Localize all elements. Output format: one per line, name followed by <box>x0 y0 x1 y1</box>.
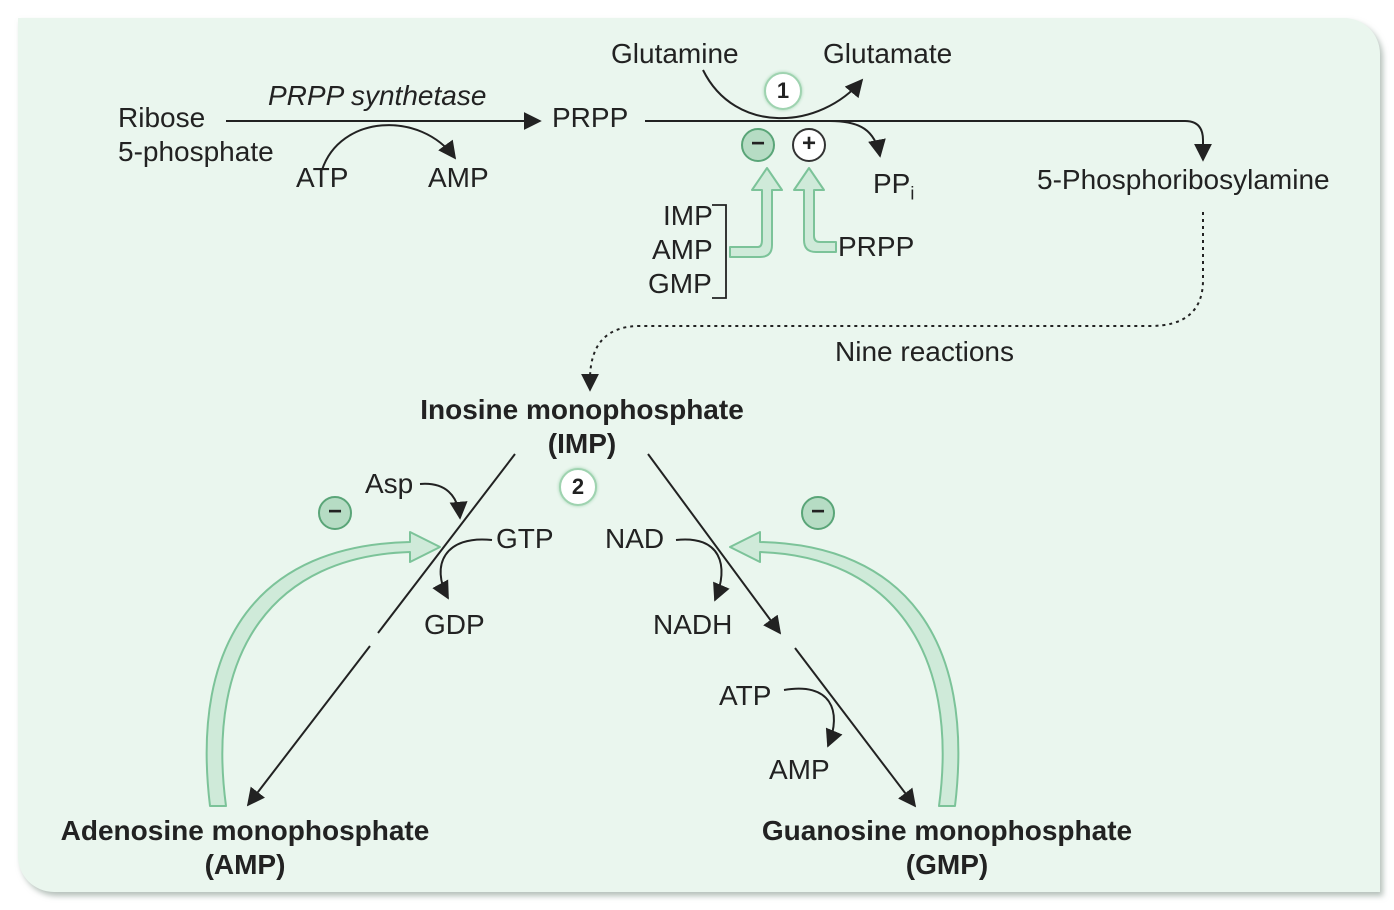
gmp-abbrev: (GMP) <box>905 849 989 880</box>
glutamine-label: Glutamine <box>611 38 739 69</box>
nad-to-nadh-curve <box>675 538 730 602</box>
amp-label: AMP <box>428 162 489 193</box>
inhibitor-bracket <box>712 204 727 299</box>
inhibitor-amp: AMP <box>652 234 713 265</box>
gmp-feedback-arrow <box>729 531 960 807</box>
ribose-label: Ribose <box>118 102 206 133</box>
activation-plus-icon: + <box>792 128 826 162</box>
gtp-to-gdp-curve <box>432 538 493 600</box>
imp-abbrev: (IMP) <box>547 428 617 459</box>
amp-name: Adenosine monophosphate <box>60 815 430 846</box>
activator-prpp: PRPP <box>838 231 915 262</box>
ppi-label: PPi <box>873 168 914 210</box>
gtp-label: GTP <box>496 523 554 554</box>
nine-reactions-label: Nine reactions <box>835 336 1014 367</box>
step-2-badge: 2 <box>559 468 597 506</box>
ppi-text: PP <box>873 168 911 199</box>
amp-feedback-arrow <box>205 531 441 807</box>
imp-to-gmp-upper <box>647 453 782 635</box>
atp-to-amp-curve <box>321 124 457 171</box>
atp-to-amp-curve-right <box>783 687 843 748</box>
step-1-badge: 1 <box>764 72 802 110</box>
ribose-label-line2: 5-phosphate <box>118 136 274 167</box>
amp-label-right: AMP <box>769 754 830 785</box>
inhibitor-gmp: GMP <box>648 268 712 299</box>
inhibition-minus-icon: − <box>741 128 775 162</box>
product-label: 5-Phosphoribosylamine <box>1037 164 1330 195</box>
amp-abbrev: (AMP) <box>204 849 286 880</box>
nadh-label: NADH <box>653 609 733 640</box>
gmp-feedback-minus-icon: − <box>801 496 835 530</box>
asp-label: Asp <box>365 468 414 499</box>
nad-label: NAD <box>605 523 665 554</box>
imp-to-amp-upper <box>377 453 516 634</box>
atp-label-right: ATP <box>719 680 772 711</box>
inhibitor-imp: IMP <box>663 200 713 231</box>
imp-name: Inosine monophosphate <box>420 394 744 425</box>
glutamine-curve <box>702 69 864 120</box>
enzyme-label: PRPP synthetase <box>268 80 487 111</box>
glutamate-label: Glutamate <box>823 38 953 69</box>
prpp-label: PRPP <box>552 102 629 133</box>
gdp-label: GDP <box>424 609 485 640</box>
inhibition-arrow-1 <box>729 167 783 258</box>
activation-arrow-1 <box>793 167 837 253</box>
asp-curve <box>419 482 468 520</box>
diagram-panel <box>18 18 1380 892</box>
amp-feedback-minus-icon: − <box>318 496 352 530</box>
gmp-name: Guanosine monophosphate <box>761 815 1133 846</box>
ppi-subscript: i <box>910 183 915 204</box>
atp-label: ATP <box>296 162 349 193</box>
prpp-to-product-arrow <box>645 120 1212 162</box>
ppi-curve <box>829 120 886 158</box>
imp-to-gmp-lower <box>794 647 917 808</box>
imp-to-amp-lower <box>246 645 371 807</box>
